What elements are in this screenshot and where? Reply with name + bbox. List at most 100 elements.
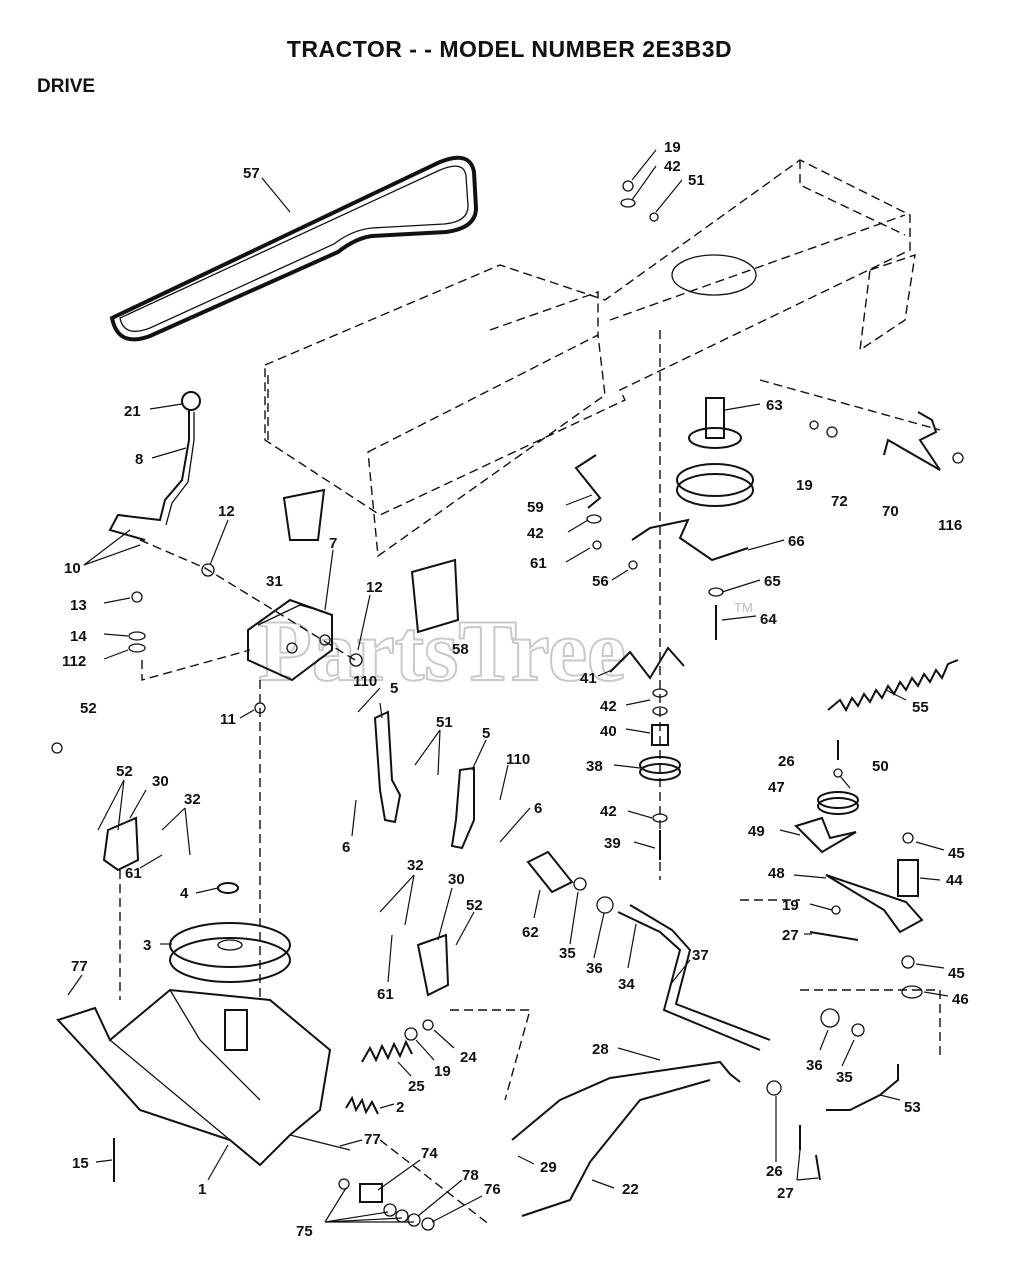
callout-42: 42 — [600, 698, 617, 715]
callout-38: 38 — [586, 758, 603, 775]
callout-11: 11 — [220, 711, 236, 728]
callout-14: 14 — [70, 628, 87, 645]
callout-13: 13 — [70, 597, 87, 614]
callout-51: 51 — [688, 172, 705, 189]
callout-2: 2 — [396, 1099, 404, 1116]
spring-55 — [827, 659, 959, 713]
callout-65: 65 — [764, 573, 781, 590]
watermark: PartsTree TM — [257, 600, 753, 701]
idler-47 — [817, 791, 859, 815]
callout-32: 32 — [184, 791, 201, 808]
callout-19: 19 — [782, 897, 799, 914]
callout-110: 110 — [353, 673, 377, 690]
callout-61: 61 — [530, 555, 547, 572]
callout-12: 12 — [218, 503, 235, 520]
callout-12: 12 — [366, 579, 383, 596]
callout-51: 51 — [436, 714, 453, 731]
callout-59: 59 — [527, 499, 544, 516]
callout-42: 42 — [664, 158, 681, 175]
callout-45: 45 — [948, 845, 965, 862]
callout-78: 78 — [462, 1167, 479, 1184]
callout-116: 116 — [938, 517, 962, 534]
callout-58: 58 — [452, 641, 469, 658]
callout-30: 30 — [448, 871, 465, 888]
callout-6: 6 — [534, 800, 542, 817]
callout-39: 39 — [604, 835, 621, 852]
plate-31 — [282, 488, 326, 541]
bracket-7 — [247, 598, 333, 682]
spindle-63 — [676, 397, 754, 507]
callout-47: 47 — [768, 779, 785, 796]
callout-74: 74 — [421, 1145, 438, 1162]
callout-19: 19 — [664, 139, 681, 156]
bracket-30-right — [416, 933, 450, 997]
callout-53: 53 — [904, 1099, 921, 1116]
callout-50: 50 — [872, 758, 889, 775]
callout-57: 57 — [243, 165, 260, 182]
callout-72: 72 — [831, 493, 848, 510]
callout-112: 112 — [62, 653, 86, 670]
callout-52: 52 — [116, 763, 133, 780]
rod-22 — [521, 1079, 711, 1217]
tractor-frame — [264, 159, 916, 880]
hardware-stack — [338, 1178, 435, 1231]
callout-42: 42 — [527, 525, 544, 542]
callout-27: 27 — [782, 927, 799, 944]
callout-52: 52 — [466, 897, 483, 914]
callout-7: 7 — [329, 535, 337, 552]
callout-61: 61 — [377, 986, 394, 1003]
callout-37: 37 — [692, 947, 709, 964]
callout-26: 26 — [778, 753, 795, 770]
callout-77: 77 — [71, 958, 88, 975]
callout-45: 45 — [948, 965, 965, 982]
callout-40: 40 — [600, 723, 617, 740]
callout-75: 75 — [296, 1223, 313, 1240]
spring-41 — [609, 646, 685, 680]
callout-61: 61 — [125, 865, 142, 882]
pulley-3 — [169, 922, 291, 983]
callout-35: 35 — [559, 945, 576, 962]
bracket-5-right — [450, 766, 475, 850]
callout-48: 48 — [768, 865, 785, 882]
callout-46: 46 — [952, 991, 969, 1008]
callout-8: 8 — [135, 451, 143, 468]
callout-36: 36 — [806, 1057, 823, 1074]
callout-31: 31 — [266, 573, 283, 590]
leader-lines — [119, 379, 941, 1226]
callout-10: 10 — [64, 560, 81, 577]
callout-56: 56 — [592, 573, 609, 590]
callout-30: 30 — [152, 773, 169, 790]
spring-25 — [361, 1039, 413, 1063]
bushing-62 — [526, 850, 574, 894]
arm-48 — [825, 874, 924, 934]
idler-38 — [639, 724, 681, 781]
frame-hole — [671, 254, 757, 296]
hook-59 — [574, 454, 602, 509]
bracket-30-left — [102, 816, 140, 872]
callout-5: 5 — [390, 680, 398, 697]
callout-62: 62 — [522, 924, 539, 941]
callout-55: 55 — [912, 699, 929, 716]
sleeve-44 — [897, 859, 919, 897]
callout-63: 63 — [766, 397, 783, 414]
callout-29: 29 — [540, 1159, 557, 1176]
callout-76: 76 — [484, 1181, 501, 1198]
callout-25: 25 — [408, 1078, 425, 1095]
callout-70: 70 — [882, 503, 899, 520]
callout-21: 21 — [124, 403, 141, 420]
watermark-tm: TM — [734, 600, 753, 615]
callout-22: 22 — [622, 1181, 639, 1198]
callout-4: 4 — [180, 885, 189, 902]
callout-36: 36 — [586, 960, 603, 977]
spring-2 — [345, 1095, 379, 1115]
bolt-27a — [809, 931, 859, 941]
callout-44: 44 — [946, 872, 963, 889]
callout-64: 64 — [760, 611, 777, 628]
watermark-text: PartsTree — [258, 603, 626, 700]
callout-35: 35 — [836, 1069, 853, 1086]
callout-6: 6 — [342, 839, 350, 856]
drive-belt — [109, 155, 479, 342]
bracket-49 — [794, 816, 857, 854]
callout-42: 42 — [600, 803, 617, 820]
page-title: TRACTOR - - MODEL NUMBER 2E3B3D — [286, 36, 733, 62]
